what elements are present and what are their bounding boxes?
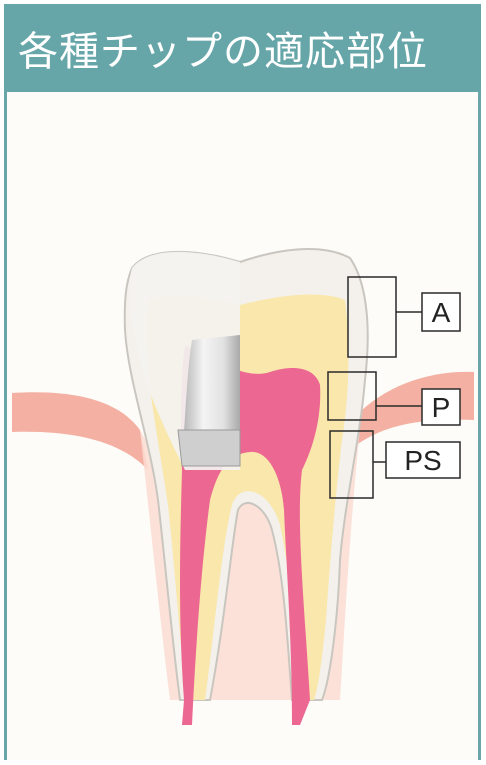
label-a: A bbox=[432, 297, 451, 328]
label-p: P bbox=[432, 392, 451, 423]
gum-left bbox=[12, 392, 148, 470]
restoration-top bbox=[184, 335, 240, 432]
label-ps: PS bbox=[404, 445, 441, 476]
restoration-collar bbox=[178, 430, 240, 466]
